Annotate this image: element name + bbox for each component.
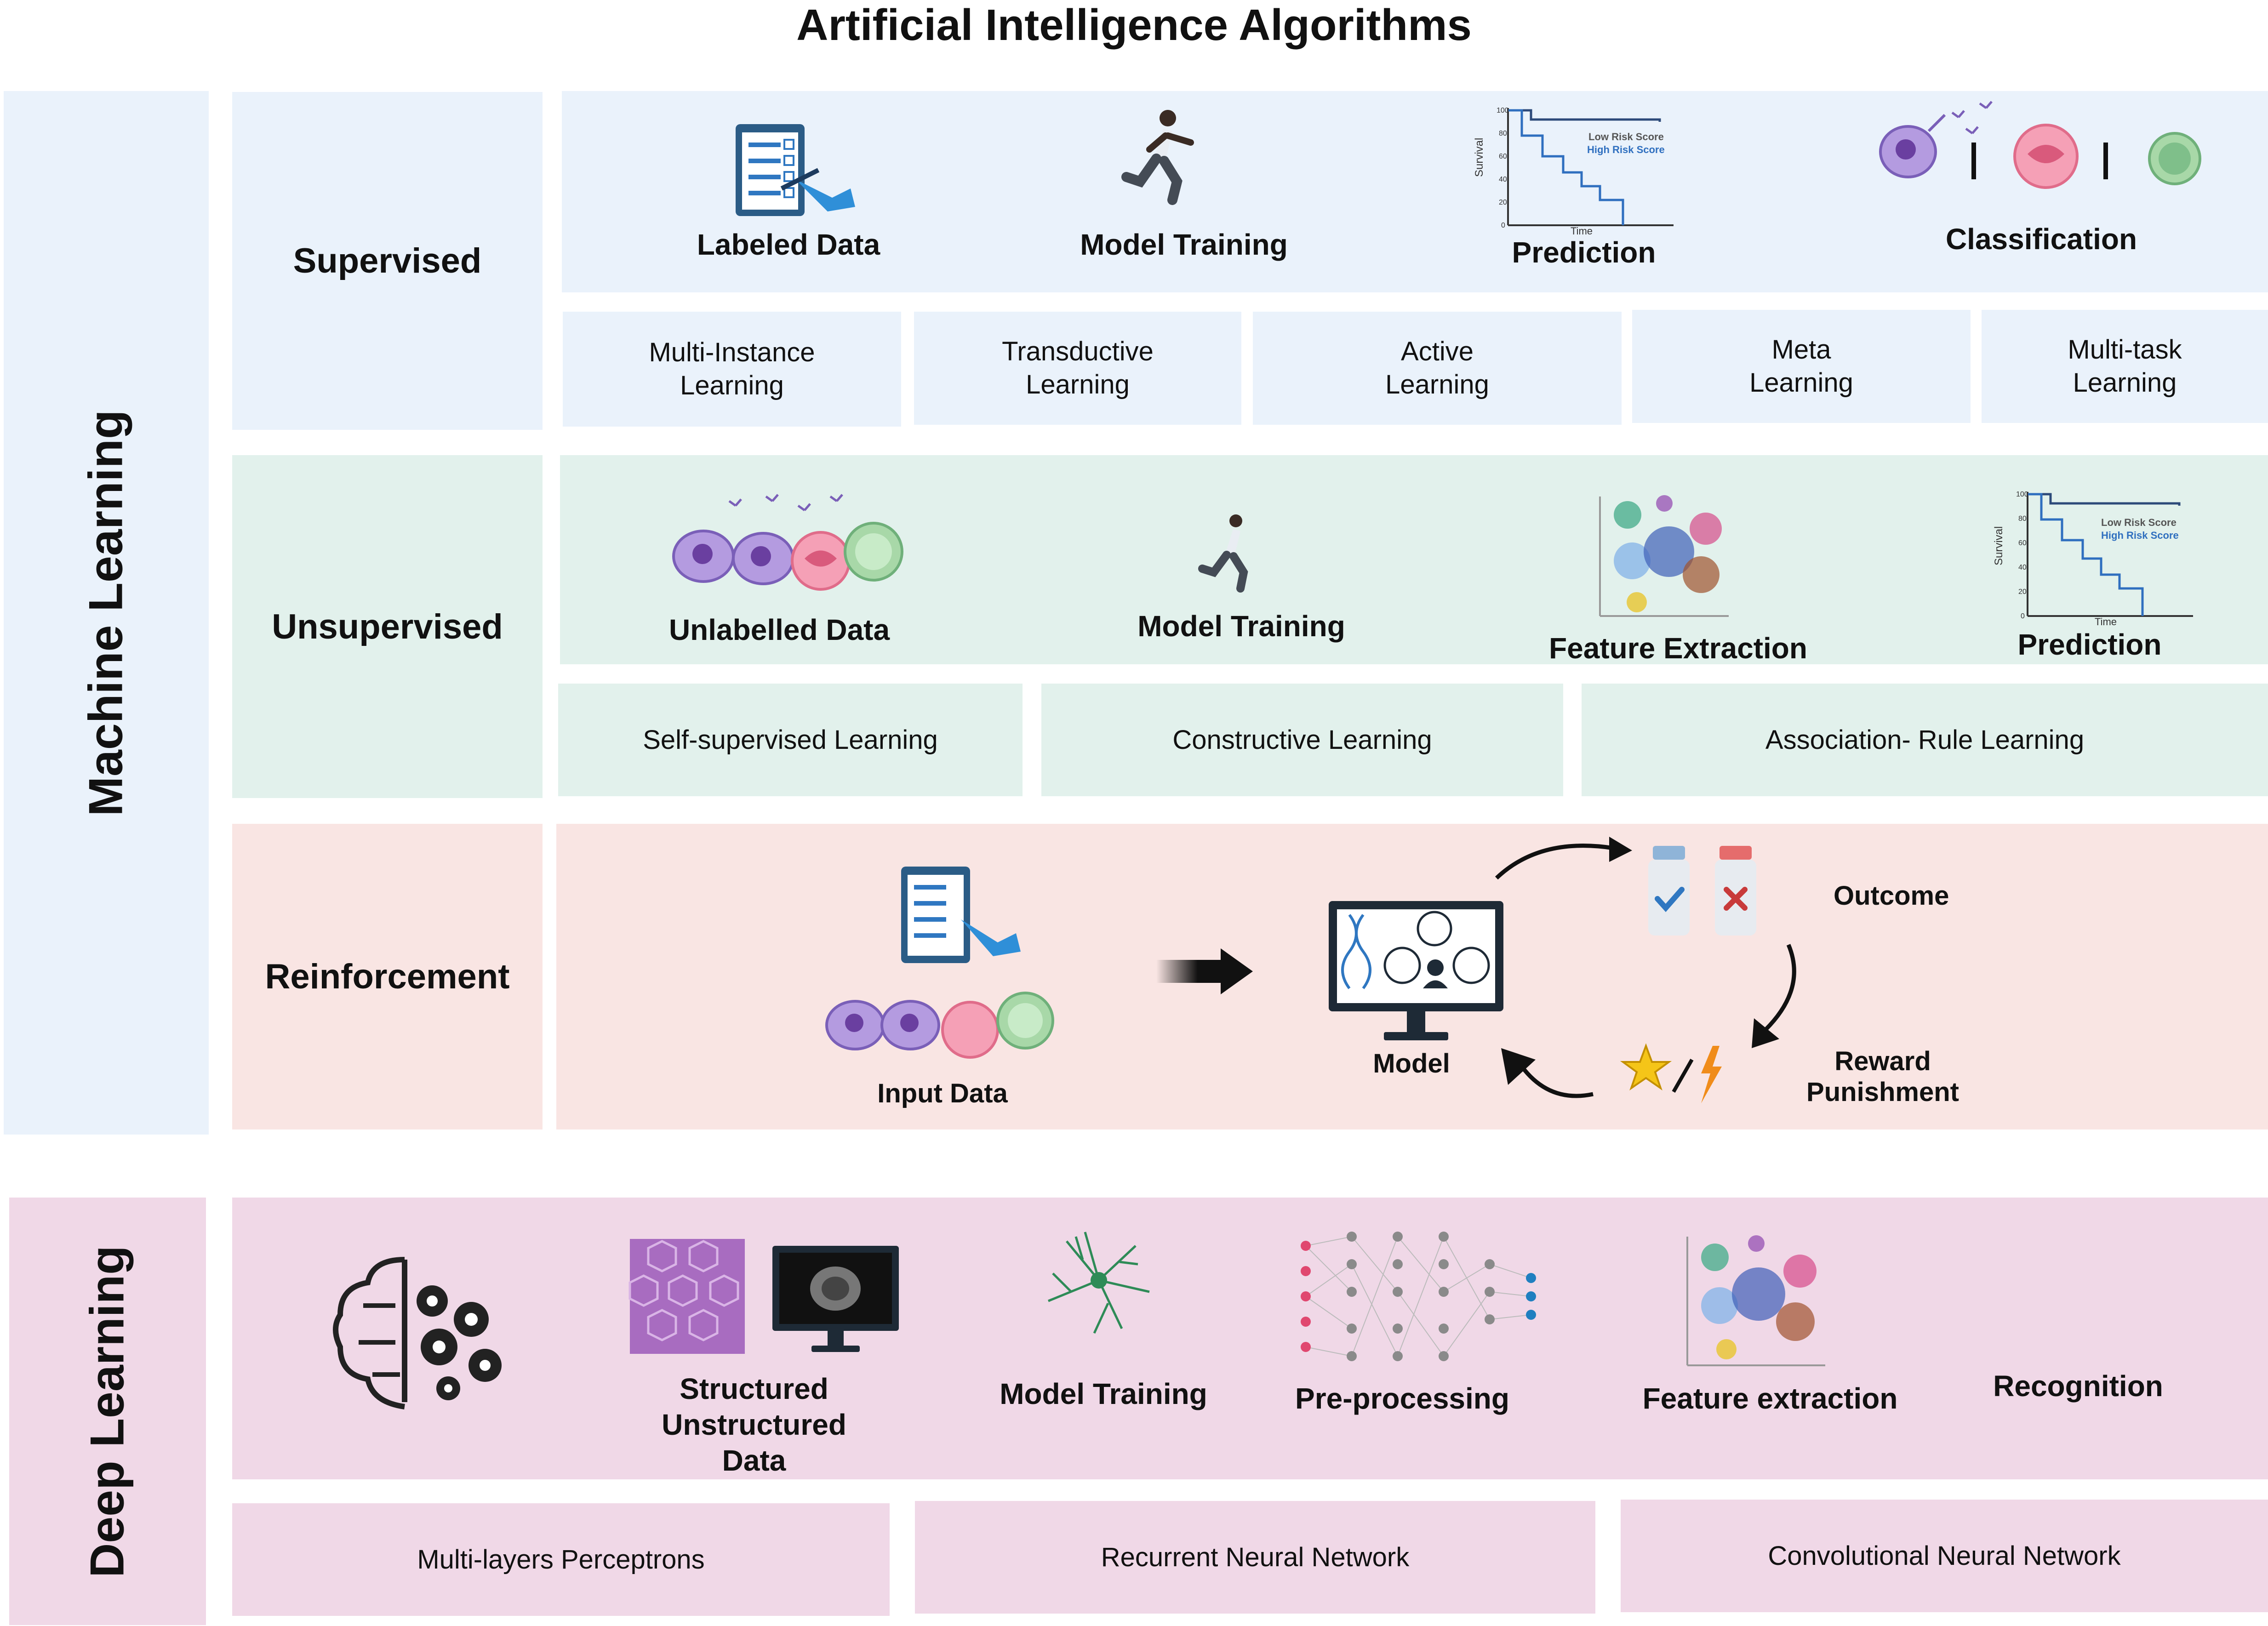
survival-plot-xlabel: Time bbox=[2095, 616, 2117, 628]
neuron-icon bbox=[1048, 1232, 1150, 1334]
input-data-icon bbox=[825, 867, 1054, 1059]
supervised-step-model-training: Model Training bbox=[1080, 228, 1288, 261]
outcome-bottles-icon bbox=[1648, 846, 1756, 936]
supervised-step-classification: Classification bbox=[1945, 223, 2137, 256]
ytick: 80 bbox=[2018, 515, 2027, 523]
method-multi-layer-perceptrons: Multi-layers Perceptrons bbox=[232, 1503, 890, 1616]
method-convolutional-neural-network: Convolutional Neural Network bbox=[1621, 1500, 2268, 1612]
method-multi-instance: Multi-Instance Learning bbox=[563, 312, 901, 427]
cluster-scatter-icon bbox=[1686, 1235, 1825, 1366]
arrow-right-icon bbox=[1156, 948, 1253, 994]
supervised-step-labeled-data: Labeled Data bbox=[697, 228, 880, 261]
cluster-scatter-icon bbox=[1599, 495, 1729, 617]
deep-learning-step-model-training: Model Training bbox=[1000, 1377, 1207, 1410]
supervised-label: Supervised bbox=[293, 241, 482, 280]
ytick: 100 bbox=[2016, 491, 2028, 498]
deep-learning-band: Deep Learning bbox=[9, 1198, 206, 1625]
survival-plot-unsupervised: Survival Time 100 80 60 40 20 0 Low Risk… bbox=[1993, 491, 2193, 628]
machine-learning-band: Machine Learning bbox=[4, 91, 209, 1135]
method-constructive: Constructive Learning bbox=[1041, 684, 1563, 796]
runner-icon bbox=[1121, 110, 1194, 205]
survival-plot-xlabel: Time bbox=[1571, 225, 1593, 237]
ytick: 40 bbox=[1499, 176, 1507, 183]
page-title: Artificial Intelligence Algorithms bbox=[796, 0, 1472, 50]
unsupervised-step-model-training: Model Training bbox=[1137, 610, 1345, 643]
ytick: 100 bbox=[1497, 107, 1509, 114]
reinforcement-model-label: Model bbox=[1373, 1049, 1450, 1078]
legend-high-risk: High Risk Score bbox=[2101, 530, 2179, 541]
deep-learning-step-feature-extraction: Feature extraction bbox=[1642, 1382, 1898, 1415]
runner-icon bbox=[1198, 514, 1248, 593]
legend-low-risk: Low Risk Score bbox=[1588, 131, 1664, 143]
cell-types-icon bbox=[1879, 101, 2201, 189]
method-self-supervised: Self-supervised Learning bbox=[558, 684, 1023, 796]
clipboard-icon bbox=[736, 124, 855, 216]
ytick: 60 bbox=[1499, 153, 1507, 160]
structured-unstructured-data-icon bbox=[628, 1239, 899, 1354]
ytick: 40 bbox=[2018, 564, 2027, 571]
unlabelled-cells-icon bbox=[672, 494, 903, 591]
method-meta: Meta Learning bbox=[1632, 310, 1971, 423]
supervised-step-prediction: Prediction bbox=[1512, 236, 1656, 269]
method-recurrent-neural-network: Recurrent Neural Network bbox=[915, 1501, 1595, 1614]
deep-learning-step-pre-processing: Pre-processing bbox=[1295, 1382, 1509, 1415]
ytick: 0 bbox=[1501, 222, 1505, 229]
ytick: 0 bbox=[2021, 612, 2025, 620]
legend-high-risk: High Risk Score bbox=[1587, 144, 1665, 155]
brain-gears-icon bbox=[333, 1257, 502, 1409]
reinforcement-punishment-label: Punishment bbox=[1806, 1077, 1959, 1107]
deep-learning-steps-panel bbox=[232, 1198, 2268, 1479]
ytick: 80 bbox=[1499, 130, 1507, 137]
unsupervised-step-prediction: Prediction bbox=[2017, 628, 2162, 661]
unsupervised-row-label-box: Unsupervised bbox=[232, 455, 543, 798]
unsupervised-step-unlabelled-data: Unlabelled Data bbox=[668, 613, 890, 646]
unsupervised-label: Unsupervised bbox=[272, 607, 503, 646]
deep-learning-label: Deep Learning bbox=[80, 1245, 134, 1578]
neural-network-icon bbox=[1301, 1232, 1536, 1361]
method-transductive: Transductive Learning bbox=[914, 312, 1241, 425]
ytick: 60 bbox=[2018, 539, 2027, 547]
unsupervised-step-feature-extraction: Feature Extraction bbox=[1549, 632, 1807, 665]
feedback-cycle-arrows bbox=[1495, 837, 1796, 1098]
reinforcement-reward-label: Reward bbox=[1834, 1046, 1931, 1076]
deep-learning-step-recognition: Recognition bbox=[1993, 1369, 2163, 1403]
survival-plot-ylabel: Survival bbox=[1993, 526, 2005, 565]
reinforcement-outcome-label: Outcome bbox=[1834, 881, 1949, 911]
reward-punishment-icon bbox=[1620, 1043, 1722, 1103]
ytick: 20 bbox=[1499, 199, 1507, 206]
legend-low-risk: Low Risk Score bbox=[2101, 517, 2177, 528]
method-active: Active Learning bbox=[1253, 312, 1622, 425]
survival-plot-ylabel: Survival bbox=[1473, 138, 1485, 177]
model-monitor-icon bbox=[1329, 901, 1503, 1040]
method-association-rule: Association- Rule Learning bbox=[1582, 684, 2268, 796]
survival-plot-supervised: Survival Time 100 80 60 40 20 0 Low Risk… bbox=[1473, 107, 1674, 237]
reinforcement-row-label-box: Reinforcement bbox=[232, 824, 543, 1130]
reinforcement-input-data-label: Input Data bbox=[877, 1078, 1008, 1108]
deep-learning-step-structured-data: Structured Unstructured Data bbox=[662, 1372, 846, 1477]
ytick: 20 bbox=[2018, 588, 2027, 596]
reinforcement-label: Reinforcement bbox=[265, 957, 510, 996]
supervised-row-label-box: Supervised bbox=[232, 92, 543, 430]
machine-learning-label: Machine Learning bbox=[79, 409, 133, 816]
method-multi-task: Multi-task Learning bbox=[1982, 310, 2268, 423]
